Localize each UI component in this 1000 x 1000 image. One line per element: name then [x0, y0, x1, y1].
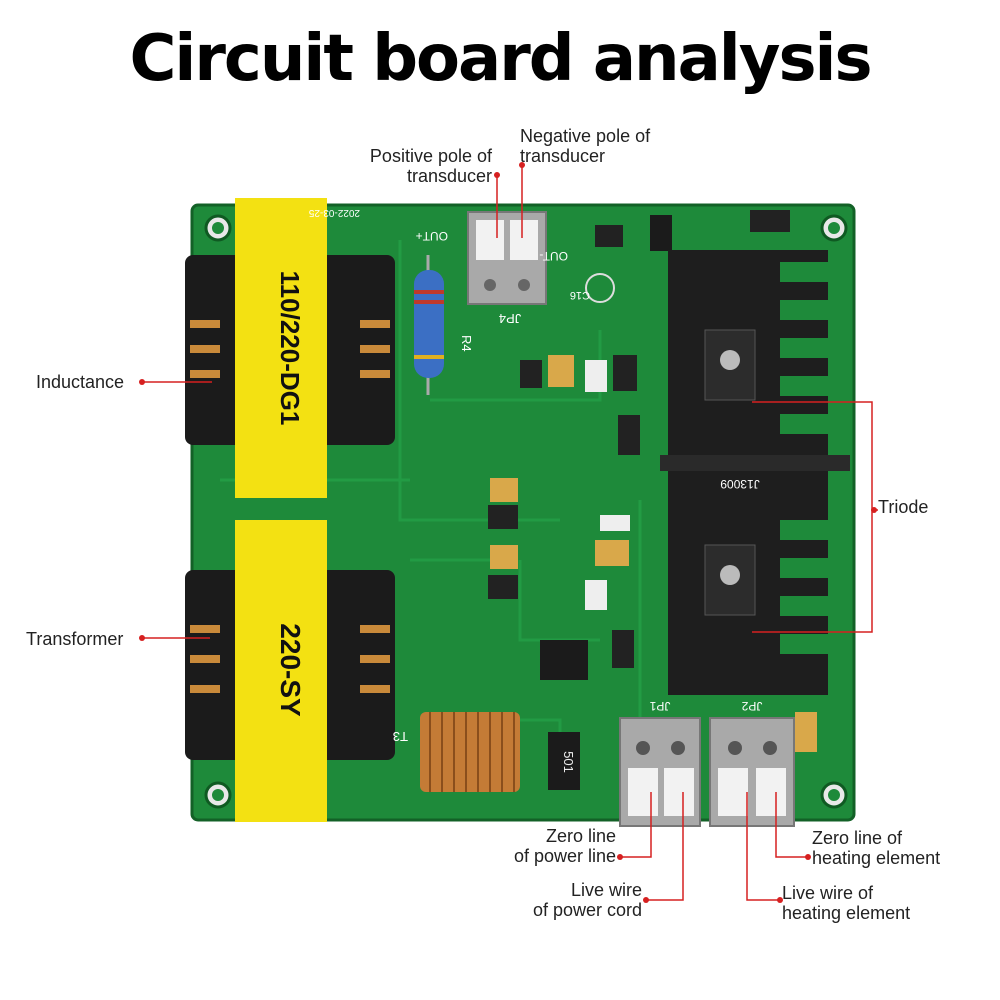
inductor-component	[185, 198, 395, 498]
label-zero-line-power: Zero line of power line	[513, 826, 616, 866]
date-label: 2022-03-25	[308, 207, 360, 218]
r4-label: R4	[459, 335, 474, 352]
heatsink	[660, 250, 850, 695]
t3-label: T3	[393, 729, 408, 744]
label-live-wire-power: Live wire of power cord	[532, 880, 642, 920]
label-transformer: Transformer	[26, 629, 124, 649]
label-positive-pole: Positive pole of transducer	[369, 146, 492, 186]
out-plus-label: OUT+	[416, 229, 448, 243]
terminal-jp1	[619, 717, 701, 827]
transformer-label: 220-SY	[275, 623, 306, 717]
terminal-jp2	[709, 717, 795, 827]
mounting-holes	[204, 214, 848, 809]
transistor-label: J13009	[720, 477, 760, 491]
smd-components	[488, 210, 817, 752]
fuse-label: 501	[561, 751, 576, 773]
jp1-label: JP1	[649, 699, 670, 713]
transformer-component	[185, 520, 395, 822]
inductor-label: 110/220-DG1	[275, 271, 305, 426]
jp2-label: JP2	[741, 699, 762, 713]
jp4-label: JP4	[499, 311, 521, 326]
label-negative-pole: Negative pole of transducer	[520, 126, 651, 166]
triode-transistors	[704, 329, 756, 616]
fuse	[548, 732, 580, 790]
label-live-wire-heating: Live wire of heating element	[782, 883, 911, 923]
label-triode: Triode	[878, 497, 929, 517]
leader-lines	[142, 165, 878, 901]
label-zero-line-heating: Zero line of heating element	[812, 828, 941, 868]
page-title: Circuit board analysis	[129, 22, 872, 96]
resistor-r4	[414, 255, 444, 395]
leader-dots	[139, 162, 877, 903]
label-inductance: Inductance	[36, 372, 125, 392]
out-minus-label: OUT-	[539, 249, 568, 263]
toroid-coil-t3	[420, 712, 520, 792]
terminal-jp4	[467, 211, 547, 305]
c16-label: C16	[570, 289, 590, 301]
